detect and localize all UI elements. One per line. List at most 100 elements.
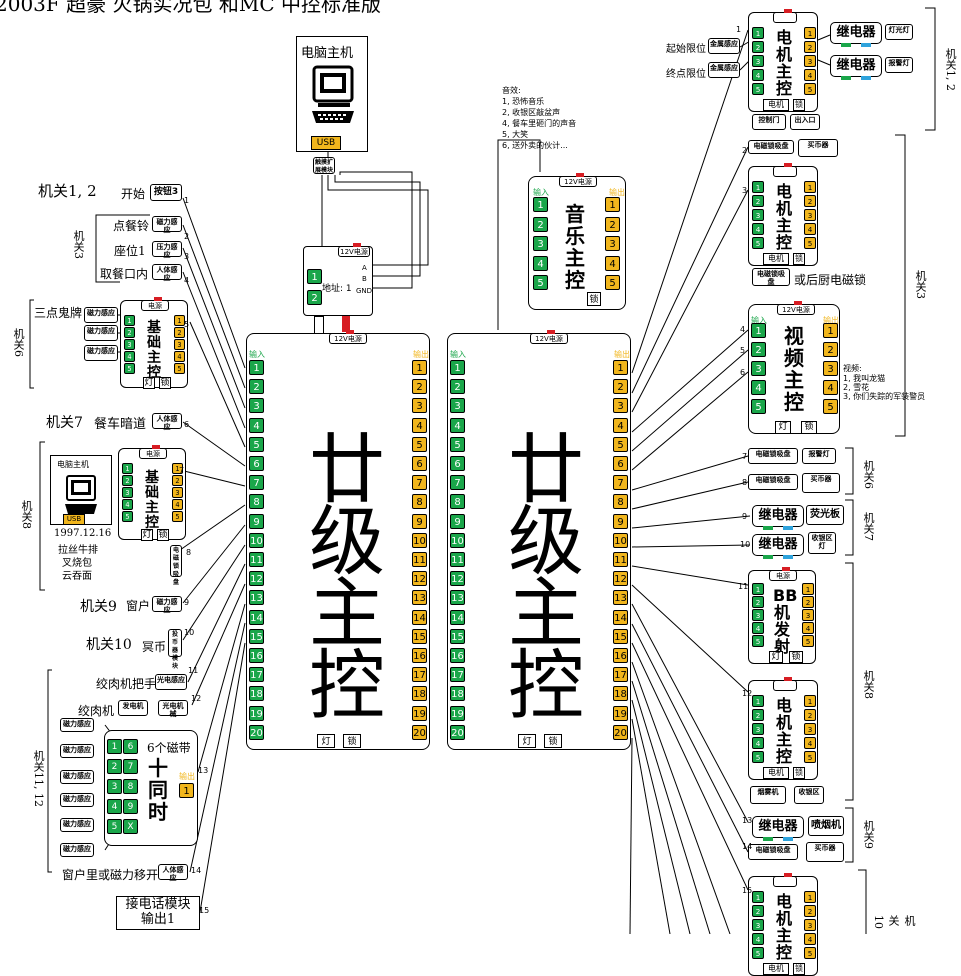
main-right-in-2[interactable]: 2 (450, 379, 465, 395)
motor4-motor-btn[interactable]: 电机 (763, 963, 789, 975)
main-left-out-13[interactable]: 13 (412, 590, 427, 606)
mini-maibi-2[interactable]: 买币器 (802, 473, 840, 493)
canche-lock[interactable]: 电磁锁吸盘 (170, 545, 182, 586)
ten-sensor-6[interactable]: 磁力感应 (60, 843, 94, 857)
music-out-2[interactable]: 2 (605, 216, 620, 232)
main-right-light[interactable]: 灯 (518, 734, 536, 748)
main-right-lock[interactable]: 锁 (544, 734, 562, 748)
video-in-4[interactable]: 4 (751, 380, 766, 395)
main-left-in-5[interactable]: 5 (249, 436, 264, 452)
jiaorou-ba-sensor[interactable]: 光电感应 (155, 674, 187, 690)
music-out-1[interactable]: 1 (605, 197, 620, 212)
motor1-out-2[interactable]: 2 (804, 41, 816, 53)
main-left-out-14[interactable]: 14 (412, 609, 427, 625)
basic2-in-5[interactable]: 5 (122, 511, 133, 522)
motor2-in-5[interactable]: 5 (752, 237, 764, 249)
main-left-out-4[interactable]: 4 (412, 417, 427, 433)
motor4-in-4[interactable]: 4 (752, 933, 764, 945)
mini-dian-4[interactable]: 电磁锁吸盘 (748, 844, 798, 860)
basic2-in-4[interactable]: 4 (122, 499, 133, 510)
main-left-out-2[interactable]: 2 (412, 379, 427, 395)
main-right-in-10[interactable]: 10 (450, 532, 465, 548)
main-left-in-1[interactable]: 1 (249, 360, 264, 375)
main-left-out-20[interactable]: 20 (412, 724, 427, 740)
main-left-out-16[interactable]: 16 (412, 648, 427, 663)
main-left-light[interactable]: 灯 (317, 734, 335, 748)
jiaorou-motor[interactable]: 发电机 (118, 700, 148, 716)
ten-in-left-3[interactable]: 3 (107, 779, 122, 794)
video-light[interactable]: 灯 (775, 421, 791, 434)
ten-sensor-3[interactable]: 磁力感应 (60, 770, 94, 784)
video-in-2[interactable]: 2 (751, 342, 766, 357)
motor4-out-3[interactable]: 3 (804, 919, 816, 931)
ten-in-right-3[interactable]: 8 (123, 779, 138, 794)
basic2-out-5[interactable]: 5 (172, 511, 183, 522)
motor3-bottom-2[interactable]: 收银区 (794, 786, 824, 804)
motor3-bottom-1[interactable]: 烟雾机 (750, 786, 786, 804)
relay-5[interactable]: 继电器 (752, 816, 804, 841)
ten-sensor-2[interactable]: 磁力感应 (60, 744, 94, 758)
basic1-out-4[interactable]: 4 (174, 351, 185, 362)
main-left-out-6[interactable]: 6 (412, 456, 427, 471)
ten-in-right-4[interactable]: 9 (123, 799, 138, 814)
main-right-in-12[interactable]: 12 (450, 571, 465, 587)
main-left-in-2[interactable]: 2 (249, 379, 264, 395)
motor2-out-2[interactable]: 2 (804, 195, 816, 207)
music-lock[interactable]: 锁 (587, 292, 601, 306)
mini-dian-3[interactable]: 电磁锁吸盘 (748, 474, 798, 490)
main-right-in-3[interactable]: 3 (450, 398, 465, 414)
motor4-out-4[interactable]: 4 (804, 933, 816, 945)
motor3-out-4[interactable]: 4 (804, 737, 816, 749)
main-left-in-18[interactable]: 18 (249, 686, 264, 702)
motor3-out-5[interactable]: 5 (804, 751, 816, 763)
main-left-in-8[interactable]: 8 (249, 494, 264, 510)
music-out-4[interactable]: 4 (605, 255, 620, 271)
canche-sensor[interactable]: 人体感应 (152, 413, 182, 431)
ten-in-left-1[interactable]: 1 (107, 739, 122, 754)
motor2-motor-btn[interactable]: 电机 (763, 253, 789, 265)
motor2-out-4[interactable]: 4 (804, 223, 816, 235)
chuanghu-sensor[interactable]: 磁力感应 (152, 596, 182, 614)
basic1-in-5[interactable]: 5 (124, 363, 135, 374)
main-left-in-12[interactable]: 12 (249, 571, 264, 587)
motor1-in-4[interactable]: 4 (752, 69, 764, 81)
main-left-in-19[interactable]: 19 (249, 705, 264, 721)
main-right-out-9[interactable]: 9 (613, 513, 628, 529)
main-right-out-10[interactable]: 10 (613, 532, 628, 548)
basic1-in-4[interactable]: 4 (124, 351, 135, 362)
music-in-5[interactable]: 5 (533, 275, 548, 290)
main-right-out-18[interactable]: 18 (613, 686, 628, 702)
motor2-in-2[interactable]: 2 (752, 195, 764, 207)
motor3-in-2[interactable]: 2 (752, 709, 764, 721)
main-left-out-9[interactable]: 9 (412, 513, 427, 529)
main-left-out-19[interactable]: 19 (412, 705, 427, 721)
main-left-out-15[interactable]: 15 (412, 628, 427, 644)
motor1-out-1[interactable]: 1 (804, 27, 816, 39)
main-right-in-9[interactable]: 9 (450, 513, 465, 529)
relay-1[interactable]: 继电器 (830, 22, 882, 47)
motor1-out-5[interactable]: 5 (804, 83, 816, 95)
mini-shouyin-1[interactable]: 报警灯 (802, 448, 836, 464)
mini-dian-2[interactable]: 电磁锁吸盘 (748, 448, 798, 464)
main-right-out-3[interactable]: 3 (613, 398, 628, 414)
main-right-out-17[interactable]: 17 (613, 667, 628, 683)
beam-out-4[interactable]: 4 (802, 622, 814, 634)
motor4-in-1[interactable]: 1 (752, 891, 764, 903)
motor3-in-4[interactable]: 4 (752, 737, 764, 749)
qishi-sensor[interactable]: 金属感应 (708, 38, 740, 54)
music-in-1[interactable]: 1 (533, 197, 548, 212)
qucan-sensor[interactable]: 人体感应 (152, 264, 182, 282)
beam-lock[interactable]: 锁 (789, 651, 803, 663)
main-left-out-7[interactable]: 7 (412, 475, 427, 491)
video-out-5[interactable]: 5 (823, 399, 838, 414)
main-right-in-7[interactable]: 7 (450, 475, 465, 491)
main-left-lock[interactable]: 锁 (343, 734, 361, 748)
video-out-1[interactable]: 1 (823, 323, 838, 338)
beam-in-5[interactable]: 5 (752, 635, 764, 647)
basic1-out-2[interactable]: 2 (174, 327, 185, 338)
video-out-4[interactable]: 4 (823, 380, 838, 395)
music-in-3[interactable]: 3 (533, 236, 548, 251)
beam-out-5[interactable]: 5 (802, 635, 814, 647)
main-right-in-13[interactable]: 13 (450, 590, 465, 606)
ten-out-1[interactable]: 1 (179, 783, 194, 798)
